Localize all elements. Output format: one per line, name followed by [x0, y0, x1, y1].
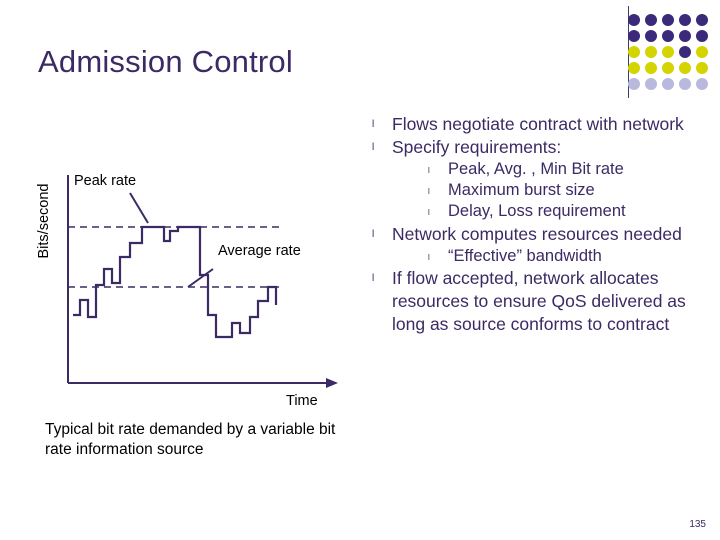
decorative-dot [679, 78, 691, 90]
decorative-dot [662, 14, 674, 26]
decorative-dot [645, 14, 657, 26]
decorative-dot [696, 30, 708, 42]
figure-panel: Bits/second Peak rate Average rate Time … [18, 165, 368, 458]
bullet-text: Flows negotiate contract with network [392, 114, 684, 134]
peak-rate-label: Peak rate [74, 173, 137, 189]
decorative-dot [696, 78, 708, 90]
bullet-text: Peak, Avg. , Min Bit rate [448, 159, 624, 178]
decorative-dot [696, 46, 708, 58]
decorative-dot [628, 62, 640, 74]
decorative-dot [696, 14, 708, 26]
decorative-dot [679, 62, 691, 74]
bullet-marker-icon: l [372, 273, 375, 284]
bullet-item: l Network computes resources needed [372, 223, 702, 246]
decorative-dot [662, 62, 674, 74]
decorative-dot [628, 14, 640, 26]
bullet-text: Maximum burst size [448, 180, 595, 199]
bullet-marker-icon: l [428, 186, 430, 196]
bullet-item: l Flows negotiate contract with network [372, 113, 702, 136]
decorative-dot [679, 30, 691, 42]
page-title: Admission Control [38, 44, 293, 79]
figure-caption: Typical bit rate demanded by a variable … [45, 421, 336, 459]
bullet-item: l Specify requirements: [372, 136, 702, 159]
decorative-dot [662, 46, 674, 58]
bullet-item: l “Effective” bandwidth [400, 246, 702, 267]
bullet-text: Network computes resources needed [392, 223, 682, 244]
decorative-dot [645, 62, 657, 74]
average-rate-label: Average rate [218, 243, 301, 259]
bullet-text: Delay, Loss requirement [448, 202, 626, 221]
bullet-item: l Delay, Loss requirement [400, 201, 702, 222]
decorative-dot [679, 46, 691, 58]
decorative-dot [645, 46, 657, 58]
page-number: 135 [689, 519, 706, 530]
bit-rate-plot [67, 175, 338, 388]
decorative-dot [645, 78, 657, 90]
decorative-dot [662, 30, 674, 42]
y-axis-label: Bits/second [36, 183, 52, 259]
decorative-dot [628, 78, 640, 90]
bullet-marker-icon: l [428, 208, 430, 218]
decorative-dot [628, 30, 640, 42]
bullet-text: Specify requirements: [392, 136, 562, 157]
bullet-text: “Effective” bandwidth [448, 246, 602, 265]
decorative-dot [628, 46, 640, 58]
bullet-marker-icon: l [372, 119, 375, 130]
bullet-marker-icon: l [428, 165, 430, 175]
bullet-marker-icon: l [372, 141, 375, 153]
bullet-marker-icon: l [428, 252, 430, 262]
bullet-text: If flow accepted, network allocates reso… [392, 268, 686, 334]
decorative-dot [679, 14, 691, 26]
decorative-dot [645, 30, 657, 42]
decorative-dot-grid [628, 14, 710, 92]
decorative-dot [696, 62, 708, 74]
bullet-item: l Maximum burst size [400, 180, 702, 201]
decorative-dot [662, 78, 674, 90]
bullet-item: l Peak, Avg. , Min Bit rate [400, 159, 702, 180]
bullet-marker-icon: l [372, 228, 375, 240]
x-axis-label: Time [286, 393, 318, 409]
bullet-item: l If flow accepted, network allocates res… [372, 267, 702, 335]
